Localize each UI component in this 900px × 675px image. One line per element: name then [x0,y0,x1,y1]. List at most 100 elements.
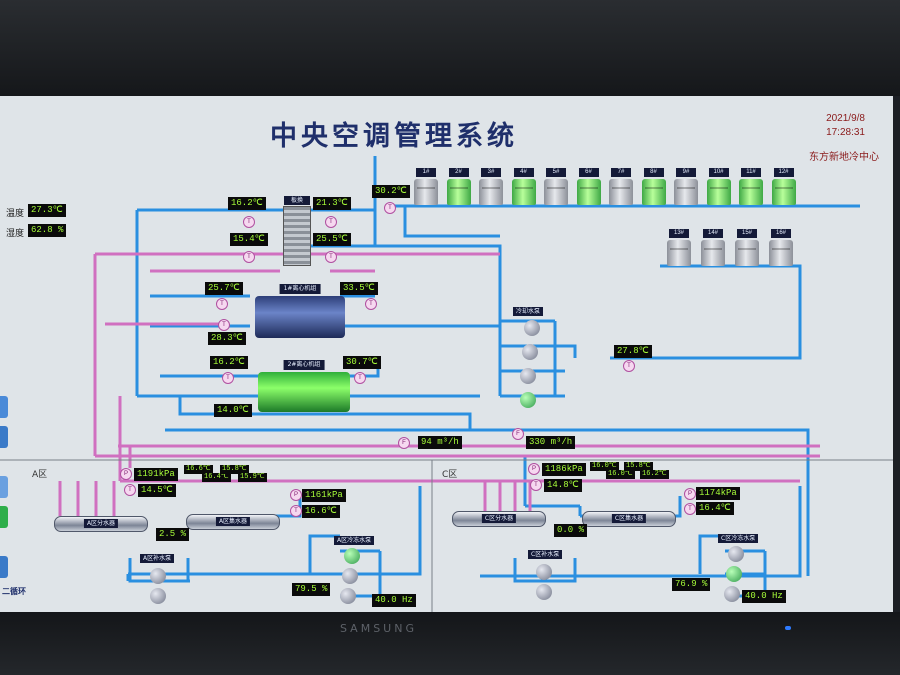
cooling-tower-label: 7# [611,168,631,177]
zone-c-chw-pump-2[interactable] [726,566,742,582]
zone-c-chw-pump-3[interactable] [724,586,740,602]
cooling-tower-r2-1[interactable]: 13# [665,229,693,269]
cooling-tower-10[interactable]: 10# [705,168,733,208]
cooling-tower-2[interactable]: 2# [445,168,473,208]
ct-sensor-return[interactable]: T [623,360,635,372]
hx-sensor-1[interactable]: T [243,216,255,228]
cooling-tower-4[interactable]: 4# [510,168,538,208]
zone-a-chw-pump-2[interactable] [342,568,358,584]
cooling-tower-label: 8# [643,168,664,177]
zone-c-pct: 76.9 % [672,578,711,591]
cooling-tower-6[interactable]: 6# [575,168,603,208]
zone-c-temp2: 16.4℃ [696,502,734,515]
side-nav-button-3[interactable] [0,476,8,498]
zone-a-makeup-pump-2[interactable] [150,588,166,604]
zone-a-valve: 2.5 % [156,528,190,541]
zone-a-p-sensor[interactable]: P [120,468,132,480]
flow-sensor-2[interactable]: F [512,428,524,440]
cw-pump-1[interactable] [524,320,540,336]
zone-a-pressure2: 1161kPa [302,489,346,502]
chiller2-cond: 30.7℃ [343,356,381,369]
chiller1-sensor-1[interactable]: T [216,298,228,310]
cooling-tower-3[interactable]: 3# [477,168,505,208]
zone-a-p2-sensor[interactable]: P [290,489,302,501]
hx-sensor-3[interactable]: T [243,251,255,263]
cooling-tower-r2-body [701,240,725,266]
zone-c-branch-temp-2: 16.0℃ [606,470,635,479]
zone-a-t-sensor[interactable]: T [124,484,136,496]
cooling-tower-r2-4[interactable]: 16# [767,229,795,269]
chiller-2[interactable]: 2#离心机组 [258,360,350,412]
cooling-tower-label: 12# [773,168,794,177]
cw-pump-2[interactable] [522,344,538,360]
zone-a-branch-temp-1: 16.6℃ [184,465,213,474]
zone-a-makeup-pump-1[interactable] [150,568,166,584]
cooling-tower-label: 3# [481,168,501,177]
zone-c-label: C区 [442,470,458,480]
zone-a-return-manifold[interactable]: A区集水器 [186,514,280,530]
time-label: 17:28:31 [826,127,865,138]
scada-screen: 中央空调管理系统 2021/9/8 17:28:31 东方新地冷中心 温度 27… [0,96,893,612]
cooling-tower-r2-2[interactable]: 14# [699,229,727,269]
pipe-network [0,156,893,612]
zone-c-return-manifold[interactable]: C区集水器 [582,511,676,527]
side-nav-button-2[interactable] [0,426,8,448]
cooling-tower-9[interactable]: 9# [672,168,700,208]
zone-c-branch-temp-3: 15.8℃ [624,462,653,471]
chiller-1[interactable]: 1#离心机组 [255,284,345,338]
cw-pump-4[interactable] [520,392,536,408]
hx-sensor-2[interactable]: T [325,216,337,228]
ct-return-temp: 27.8℃ [614,345,652,358]
outdoor-hum-label: 湿度 [6,229,25,239]
side-nav-button-1[interactable] [0,396,8,418]
org-label: 东方新地冷中心 [809,152,879,163]
cooling-tower-7[interactable]: 7# [607,168,635,208]
zone-c-t2-sensor[interactable]: T [684,503,696,515]
pipe-return-main [93,252,820,458]
side-nav-button-4[interactable] [0,506,8,528]
side-nav-button-5[interactable] [0,556,8,578]
loop-nav-link[interactable]: 二循环 [2,587,26,596]
hx-sensor-4[interactable]: T [325,251,337,263]
zone-c-makeup-pump-1[interactable] [536,564,552,580]
cooling-tower-8[interactable]: 8# [640,168,668,208]
cooling-tower-body [771,179,796,205]
cooling-tower-12[interactable]: 12# [770,168,798,208]
cooling-tower-11[interactable]: 11# [737,168,765,208]
cooling-tower-r2-body [769,240,793,266]
zone-a-t2-sensor[interactable]: T [290,505,302,517]
zone-c-makeup-pump-2[interactable] [536,584,552,600]
zone-a-branch-temp-3: 15.8℃ [220,465,249,474]
chiller1-cond: 33.5℃ [340,282,378,295]
chiller2-label: 2#离心机组 [283,360,325,370]
outdoor-temp-label: 温度 [6,209,25,219]
hx-temp-out-bot: 25.5℃ [313,233,351,246]
zone-a-chw-pump-3[interactable] [340,588,356,604]
cooling-tower-r2-3[interactable]: 15# [733,229,761,269]
zone-c-t-sensor[interactable]: T [530,479,542,491]
cw-pump-3[interactable] [520,368,536,384]
flow-sensor-1[interactable]: F [398,437,410,449]
zone-a-temp1: 14.5℃ [138,484,176,497]
zone-c-p2-sensor[interactable]: P [684,488,696,500]
zone-c-pump2-label: C区补水泵 [528,550,563,559]
ct-sensor-supply[interactable]: T [384,202,396,214]
plate-heat-exchanger[interactable]: 板换 [283,196,311,266]
zone-c-p-sensor[interactable]: P [528,463,540,475]
zone-c-supply-manifold[interactable]: C区分水器 [452,511,546,527]
chiller1-sensor-2[interactable]: T [218,319,230,331]
chiller2-evap-out: 14.0℃ [214,404,252,417]
chiller2-sensor-2[interactable]: T [354,372,366,384]
cooling-tower-body [479,179,503,205]
pipe-zone-c-riser [483,481,532,516]
cooling-tower-1[interactable]: 1# [412,168,440,208]
zone-c-branch-temp-4: 16.2℃ [640,470,669,479]
cooling-tower-5[interactable]: 5# [542,168,570,208]
zone-a-chw-pump-1[interactable] [344,548,360,564]
zone-c-chw-pump-1[interactable] [728,546,744,562]
date-label: 2021/9/8 [826,113,865,124]
chiller2-sensor-1[interactable]: T [222,372,234,384]
zone-a-supply-manifold[interactable]: A区分水器 [54,516,148,532]
monitor-brand: SAMSUNG [340,622,417,635]
chiller1-sensor-3[interactable]: T [365,298,377,310]
